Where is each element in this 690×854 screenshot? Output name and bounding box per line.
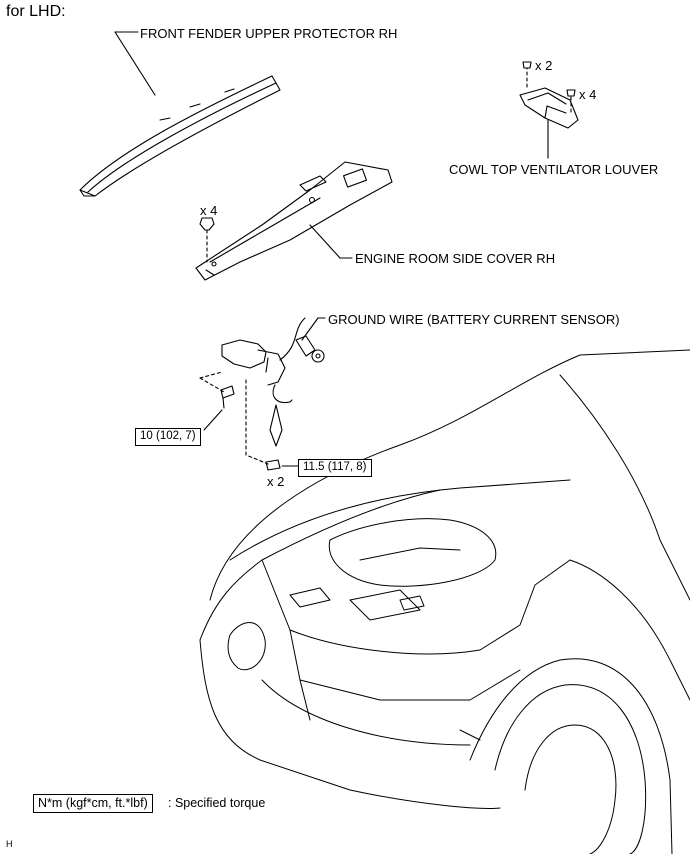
engine-cover-clip-qty: x 4 bbox=[200, 203, 218, 218]
legend-description: : Specified torque bbox=[168, 796, 266, 810]
torque-bottom-box: 11.5 (117, 8) bbox=[298, 459, 372, 477]
cowl-louver-callout: COWL TOP VENTILATOR LOUVER bbox=[449, 162, 659, 177]
cowl-top-ventilator-louver-part bbox=[519, 61, 579, 129]
legend-unit-box: N*m (kgf*cm, ft.*lbf) bbox=[33, 794, 153, 813]
ground-wire-leader-line bbox=[301, 317, 319, 341]
engine-cover-leader-line bbox=[309, 224, 341, 259]
bolt-left-part bbox=[199, 371, 235, 409]
front-fender-callout: FRONT FENDER UPPER PROTECTOR RH bbox=[140, 26, 398, 41]
bolt-bottom-qty: x 2 bbox=[267, 474, 285, 489]
front-fender-upper-protector-part bbox=[79, 75, 281, 197]
torque-left-leader bbox=[203, 409, 223, 431]
cowl-clip-right-qty: x 4 bbox=[579, 87, 597, 102]
front-fender-leader-line bbox=[114, 31, 156, 96]
ground-wire-part bbox=[221, 317, 325, 447]
torque-left-box: 10 (102, 7) bbox=[135, 428, 201, 446]
engine-cover-callout: ENGINE ROOM SIDE COVER RH bbox=[355, 251, 556, 266]
engine-room-side-cover-part bbox=[195, 161, 393, 281]
bolt-bottom-part bbox=[245, 379, 281, 471]
figure-mark: H bbox=[6, 839, 13, 849]
car-body-outline bbox=[199, 349, 690, 854]
page-header: for LHD: bbox=[6, 3, 66, 20]
engine-cover-clip-part bbox=[199, 217, 215, 263]
ground-wire-callout: GROUND WIRE (BATTERY CURRENT SENSOR) bbox=[328, 312, 620, 327]
cowl-clip-top-qty: x 2 bbox=[535, 58, 553, 73]
